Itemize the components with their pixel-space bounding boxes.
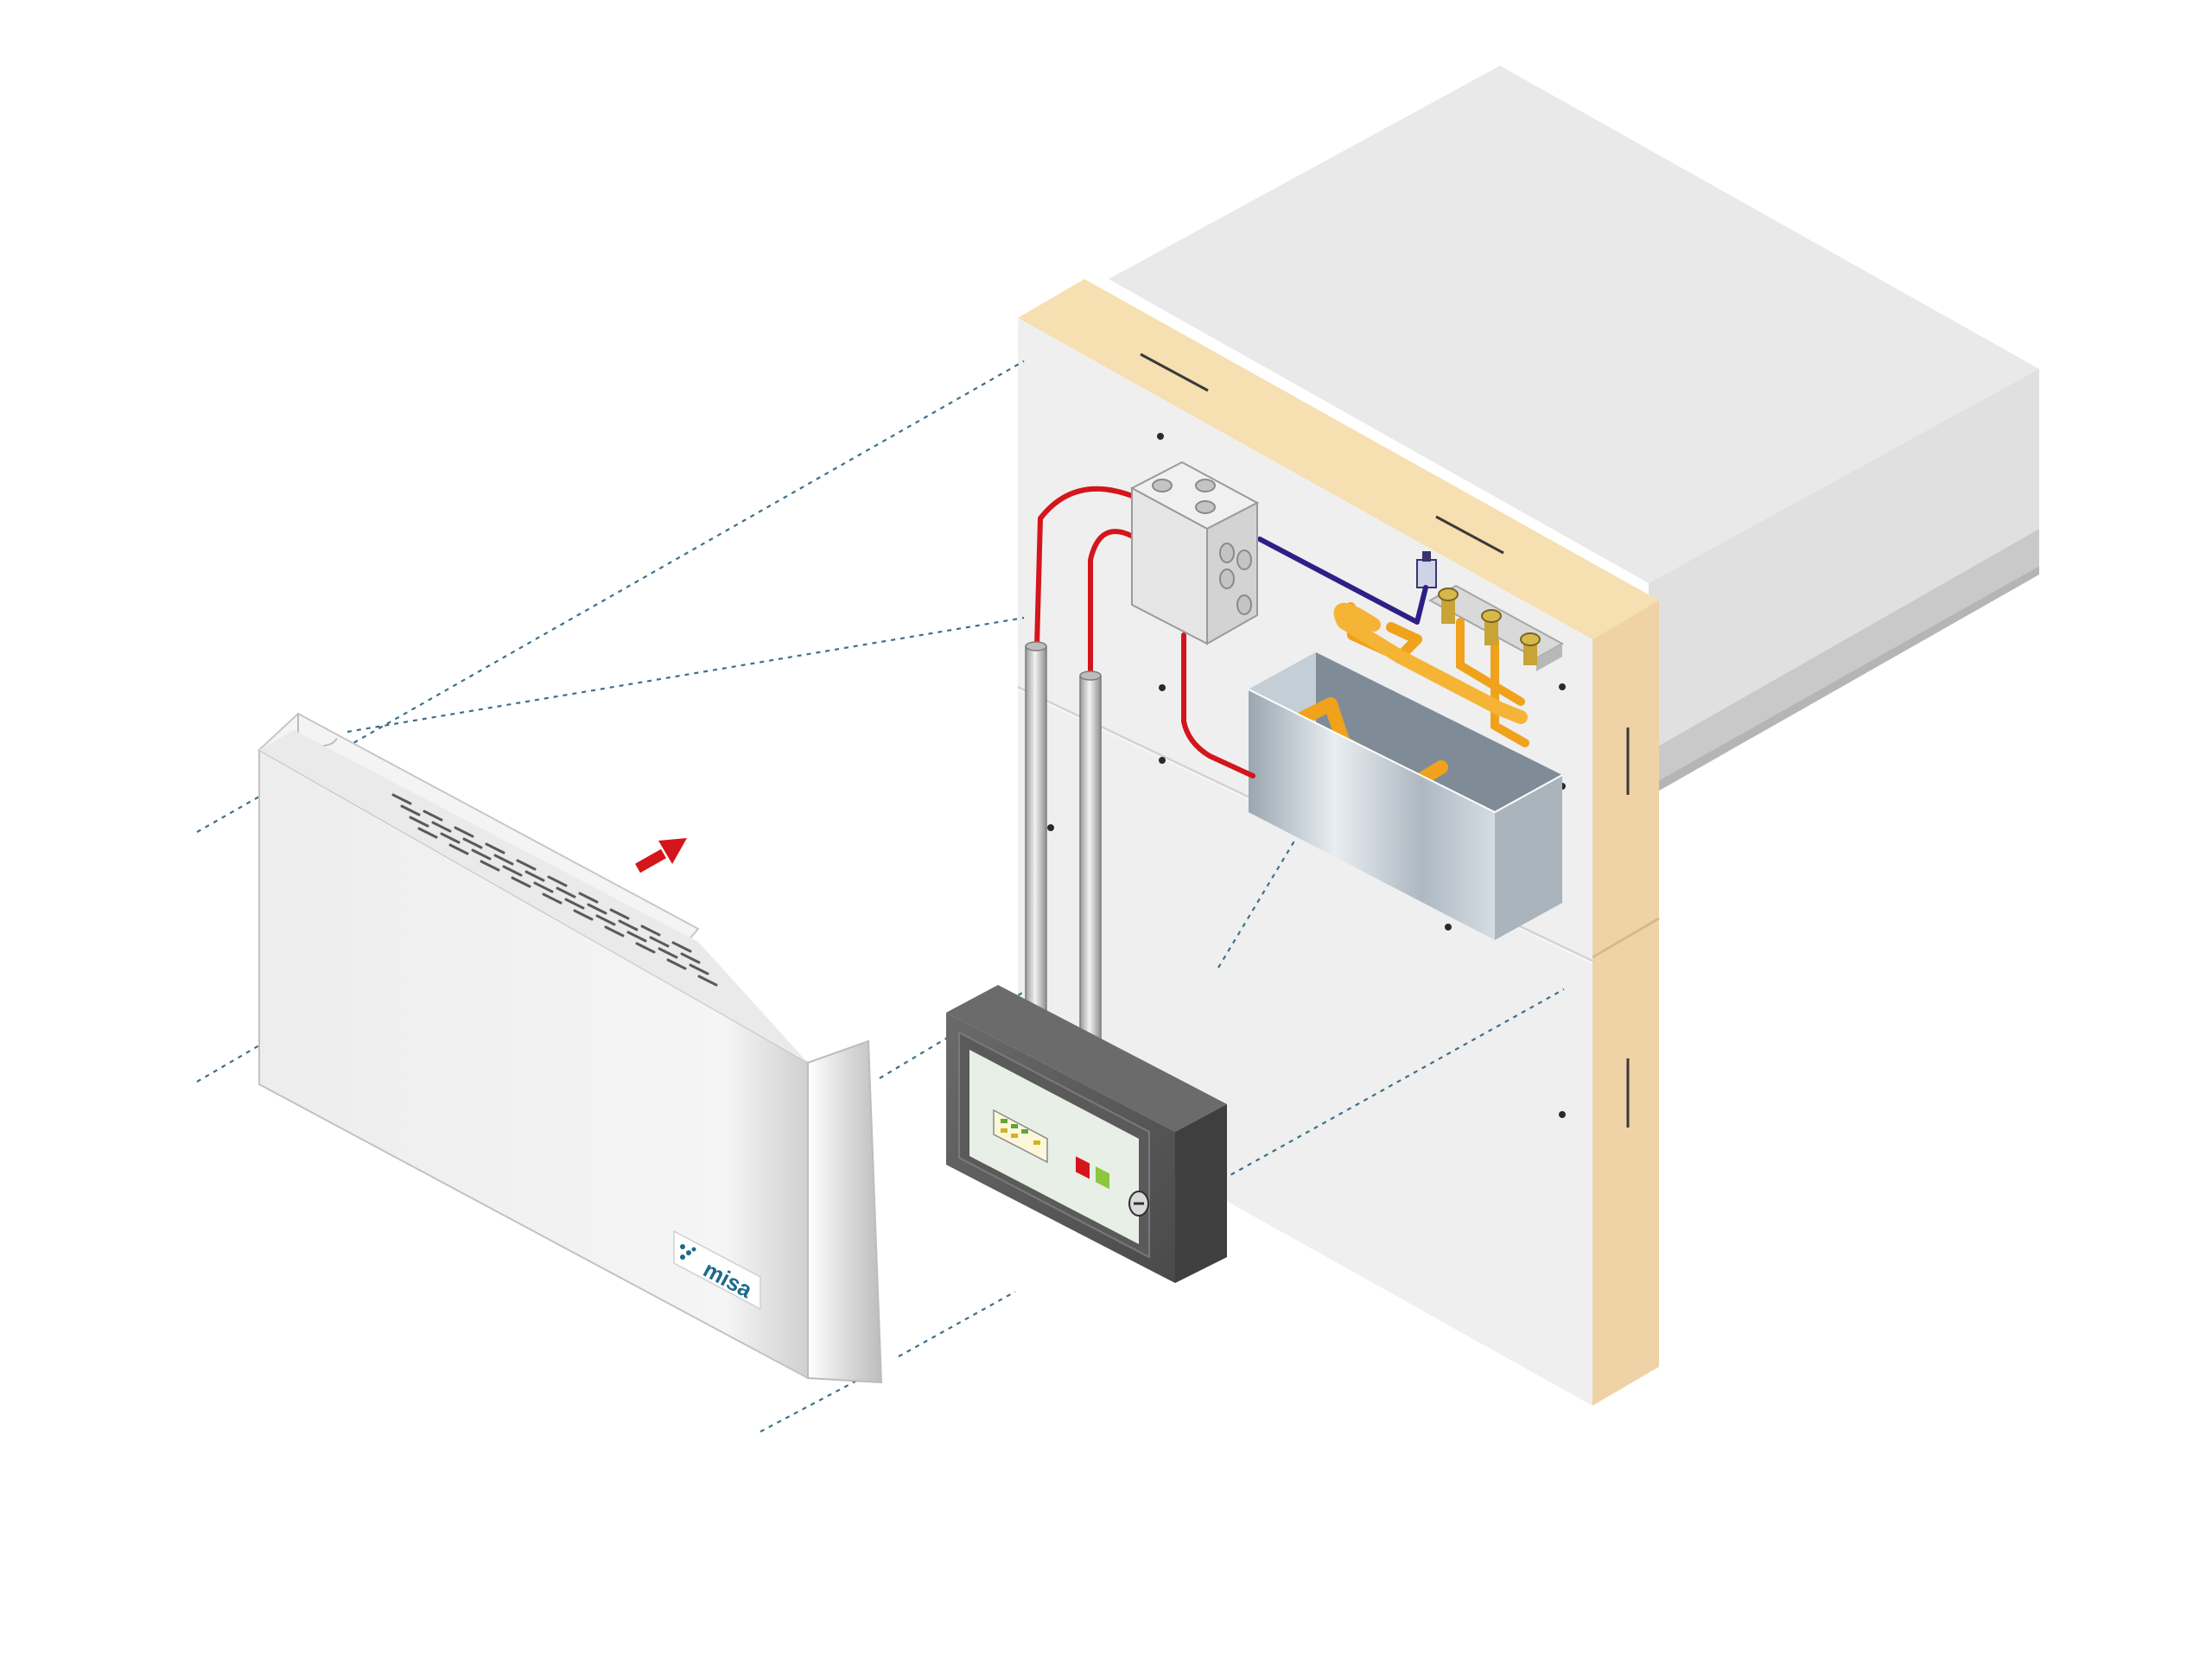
ventilation-slot	[533, 881, 554, 893]
ventilation-slot	[391, 793, 412, 805]
ventilation-slot	[423, 810, 443, 822]
red-cable-b	[1088, 529, 1137, 677]
drip-tray-front	[1249, 689, 1495, 940]
cold-room-top-face	[1109, 66, 2039, 583]
ventilation-slot	[462, 837, 483, 849]
alignment-guide-lines	[196, 360, 1565, 1432]
display-segments	[1001, 1119, 1040, 1145]
control-box	[946, 985, 1227, 1283]
copper-pipe	[1333, 602, 1528, 724]
control-box-window	[969, 1050, 1139, 1244]
conduit-tube	[1025, 645, 1047, 1019]
drip-tray-back	[1249, 652, 1562, 812]
ventilation-slot	[454, 826, 474, 838]
cable-conduits	[1025, 641, 1102, 1039]
ventilation-slot	[595, 914, 616, 926]
evaporator-front-cover: misa	[257, 712, 883, 1384]
ventilation-slot	[400, 804, 421, 816]
arrow-up-right-icon	[635, 838, 687, 873]
red-cable-c	[1181, 632, 1255, 778]
service-valve	[1481, 609, 1502, 645]
ventilation-slot	[689, 963, 709, 975]
copper-pipe	[1491, 635, 1529, 747]
ventilation-slot	[587, 903, 607, 915]
cold-room-base-strip	[1649, 529, 2039, 786]
cover-ventilation-slots	[391, 793, 718, 987]
ventilation-slot	[409, 816, 429, 828]
cold-room-base-shadow	[1649, 566, 2039, 797]
cable-gland	[1152, 479, 1252, 615]
ventilation-slot	[658, 947, 678, 959]
ventilation-slot	[493, 854, 514, 866]
ventilation-slot	[635, 942, 656, 954]
conduit-tube	[1079, 675, 1102, 1039]
ventilation-slot	[564, 898, 585, 910]
drip-tray-side	[1495, 775, 1562, 940]
drip-tray	[1248, 652, 1563, 940]
control-box-top	[946, 985, 1227, 1132]
ventilation-slot	[417, 827, 438, 839]
ventilation-slot	[640, 924, 661, 937]
ventilation-slot	[697, 975, 718, 987]
ventilation-slot	[524, 870, 545, 882]
service-valve	[1520, 632, 1541, 665]
misa-logo-icon	[680, 1244, 696, 1260]
ventilation-slot	[604, 925, 625, 937]
control-box-side	[1175, 1104, 1227, 1283]
cold-room-front-face	[1649, 369, 2039, 752]
green-indicator-button[interactable]	[1096, 1166, 1109, 1190]
ventilation-slot	[666, 958, 687, 970]
cam-lock-slot	[1435, 515, 1504, 555]
ventilation-slot	[626, 931, 647, 943]
service-valve	[1438, 588, 1459, 624]
ventilation-slot	[609, 908, 630, 920]
ventilation-slot	[440, 832, 461, 844]
ventilation-slot	[649, 936, 670, 948]
ventilation-slot	[502, 865, 523, 877]
ventilation-slot	[680, 952, 701, 964]
ventilation-slot	[471, 848, 492, 861]
cover-upper-surface	[259, 730, 808, 1063]
cold-room-block	[1109, 66, 2039, 797]
ventilation-slot	[618, 919, 639, 931]
ventilation-slot	[480, 860, 500, 872]
cover-curl-edge	[807, 1039, 883, 1384]
ventilation-slot	[547, 875, 568, 887]
ventilation-slot	[516, 859, 537, 871]
ventilation-slot	[542, 893, 563, 905]
power-cables-red	[1034, 486, 1255, 778]
junction-box	[1129, 461, 1260, 645]
ventilation-slot	[485, 842, 505, 854]
control-box-lock[interactable]	[1128, 1191, 1149, 1217]
red-cable-a	[1034, 486, 1137, 649]
red-indicator-button[interactable]	[1076, 1156, 1090, 1179]
copper-pipe	[1456, 618, 1525, 706]
ventilation-slot	[431, 821, 452, 833]
ventilation-slot	[511, 876, 531, 888]
sensor-cable-blue	[1257, 537, 1428, 625]
refrigerant-pipework	[1257, 537, 1565, 747]
wall-insulation-side	[1592, 600, 1659, 1406]
ventilation-slot	[556, 886, 576, 899]
cam-lock-slot	[1140, 353, 1209, 392]
ventilation-slot	[448, 843, 469, 855]
ventilation-slot	[671, 941, 692, 953]
ventilation-slot	[578, 892, 599, 904]
ventilation-slot	[573, 909, 594, 921]
